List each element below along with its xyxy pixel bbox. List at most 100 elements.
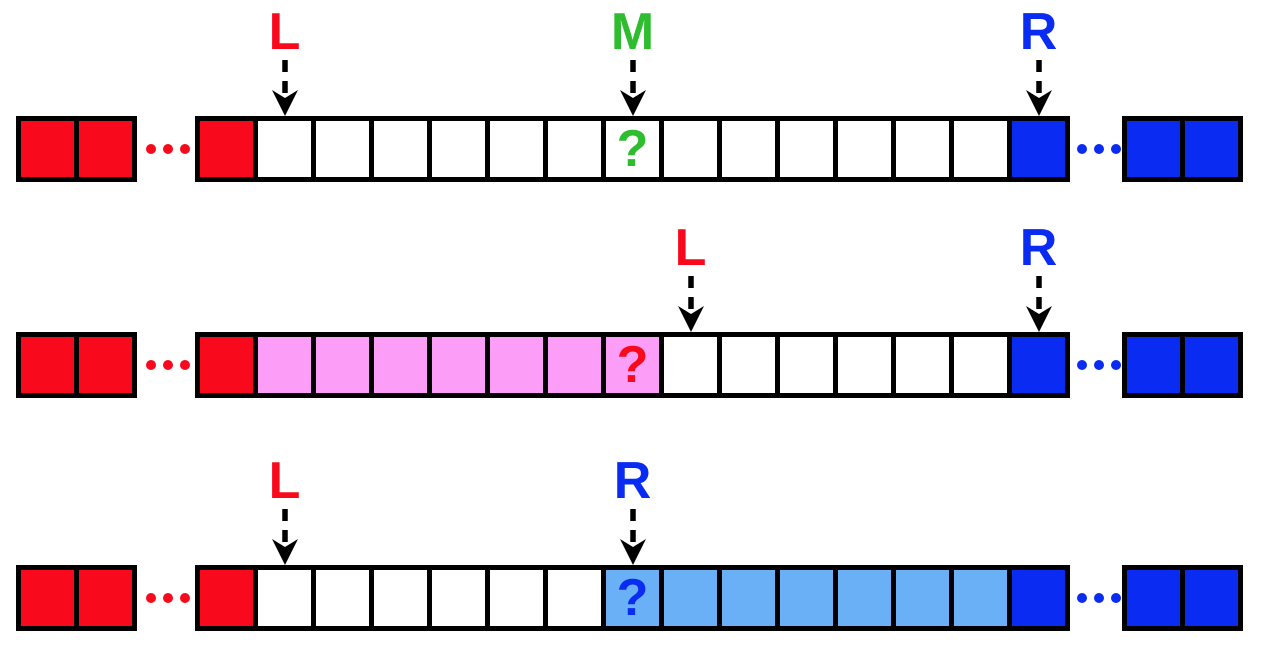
pointer-L: L bbox=[673, 222, 709, 332]
ellipsis-dot bbox=[1077, 144, 1087, 154]
pointer-R: R bbox=[1019, 3, 1058, 116]
array-cell bbox=[659, 337, 717, 393]
right-elided-cells bbox=[1122, 332, 1243, 398]
array-cell bbox=[253, 337, 311, 393]
ellipsis-dot bbox=[180, 593, 190, 603]
array-cell bbox=[949, 337, 1007, 393]
array-cell bbox=[369, 121, 427, 177]
array-cell bbox=[717, 121, 775, 177]
pointer-letter-M: M bbox=[610, 3, 655, 61]
ellipsis-dot bbox=[1094, 144, 1104, 154]
dashed-down-arrow-icon bbox=[619, 60, 646, 116]
array-cell bbox=[369, 337, 427, 393]
dashed-down-arrow-icon bbox=[677, 276, 704, 332]
left-elided-cells bbox=[16, 332, 137, 398]
question-mark-glyph: ? bbox=[616, 120, 649, 178]
array-cell bbox=[427, 337, 485, 393]
ellipsis-dot bbox=[1111, 593, 1121, 603]
ellipsis-dot bbox=[146, 360, 156, 370]
dashed-down-arrow-icon bbox=[271, 60, 298, 116]
pointer-R: R bbox=[614, 455, 651, 565]
array-cell-elided bbox=[74, 570, 132, 626]
question-mark-glyph: ? bbox=[616, 336, 649, 394]
array-cell bbox=[891, 570, 949, 626]
array-cell bbox=[311, 570, 369, 626]
array-cell-elided bbox=[21, 121, 74, 177]
array-cell bbox=[1007, 121, 1065, 177]
pointer-M: M bbox=[611, 6, 654, 116]
right-elided-cells bbox=[1122, 116, 1243, 182]
array-cell bbox=[543, 570, 601, 626]
array-cell bbox=[1007, 337, 1065, 393]
array-cell bbox=[369, 570, 427, 626]
array-cell bbox=[311, 337, 369, 393]
pointer-letter-R: R bbox=[1019, 219, 1058, 277]
array-cell bbox=[775, 570, 833, 626]
array-cell bbox=[833, 570, 891, 626]
array-cell bbox=[200, 570, 253, 626]
ellipsis-dot bbox=[163, 360, 173, 370]
array-cell bbox=[485, 570, 543, 626]
right-elided-cells bbox=[1122, 565, 1243, 631]
array-cell bbox=[543, 337, 601, 393]
left-elided-cells bbox=[16, 565, 137, 631]
array-cell bbox=[659, 570, 717, 626]
pointer-letter-L: L bbox=[268, 3, 301, 61]
array-cell bbox=[200, 337, 253, 393]
array-cell bbox=[775, 121, 833, 177]
ellipsis-dot bbox=[1077, 360, 1087, 370]
right-ellipsis bbox=[1077, 144, 1121, 154]
dashed-down-arrow-icon bbox=[619, 509, 646, 565]
array-cell-elided bbox=[1127, 570, 1180, 626]
array-cell bbox=[891, 337, 949, 393]
array-cell bbox=[717, 570, 775, 626]
ellipsis-dot bbox=[180, 360, 190, 370]
array-cell bbox=[311, 121, 369, 177]
dashed-down-arrow-icon bbox=[1025, 60, 1052, 116]
pointer-letter-L: L bbox=[268, 452, 301, 510]
array-cell bbox=[717, 337, 775, 393]
pointer-letter-R: R bbox=[1019, 3, 1058, 61]
array-cell bbox=[485, 121, 543, 177]
array-cell bbox=[833, 337, 891, 393]
array-cell bbox=[949, 121, 1007, 177]
array-cell-elided bbox=[1180, 337, 1238, 393]
array-cell bbox=[891, 121, 949, 177]
ellipsis-dot bbox=[163, 144, 173, 154]
ellipsis-dot bbox=[1094, 593, 1104, 603]
ellipsis-dot bbox=[1094, 360, 1104, 370]
right-ellipsis bbox=[1077, 360, 1121, 370]
ellipsis-dot bbox=[163, 593, 173, 603]
array-cell-elided bbox=[1127, 337, 1180, 393]
array-cell: ? bbox=[601, 570, 659, 626]
ellipsis-dot bbox=[1111, 144, 1121, 154]
main-array-strip: ? bbox=[195, 332, 1070, 398]
array-cell-elided bbox=[74, 121, 132, 177]
pointer-L: L bbox=[267, 6, 303, 116]
ellipsis-dot bbox=[1111, 360, 1121, 370]
question-mark-glyph: ? bbox=[616, 569, 649, 627]
array-cell-elided bbox=[1180, 570, 1238, 626]
pointer-letter-L: L bbox=[674, 219, 707, 277]
pointer-L: L bbox=[267, 455, 303, 565]
array-cell-elided bbox=[1180, 121, 1238, 177]
ellipsis-dot bbox=[146, 144, 156, 154]
array-cell bbox=[253, 121, 311, 177]
array-cell bbox=[543, 121, 601, 177]
dashed-down-arrow-icon bbox=[271, 509, 298, 565]
left-ellipsis bbox=[146, 360, 190, 370]
left-ellipsis bbox=[146, 144, 190, 154]
ellipsis-dot bbox=[1077, 593, 1087, 603]
array-cell: ? bbox=[601, 121, 659, 177]
array-cell bbox=[775, 337, 833, 393]
array-cell-elided bbox=[21, 337, 74, 393]
array-cell-elided bbox=[21, 570, 74, 626]
right-ellipsis bbox=[1077, 593, 1121, 603]
array-cell bbox=[427, 121, 485, 177]
array-cell bbox=[427, 570, 485, 626]
dashed-down-arrow-icon bbox=[1025, 276, 1052, 332]
main-array-strip: ? bbox=[195, 116, 1070, 182]
left-ellipsis bbox=[146, 593, 190, 603]
ellipsis-dot bbox=[180, 144, 190, 154]
